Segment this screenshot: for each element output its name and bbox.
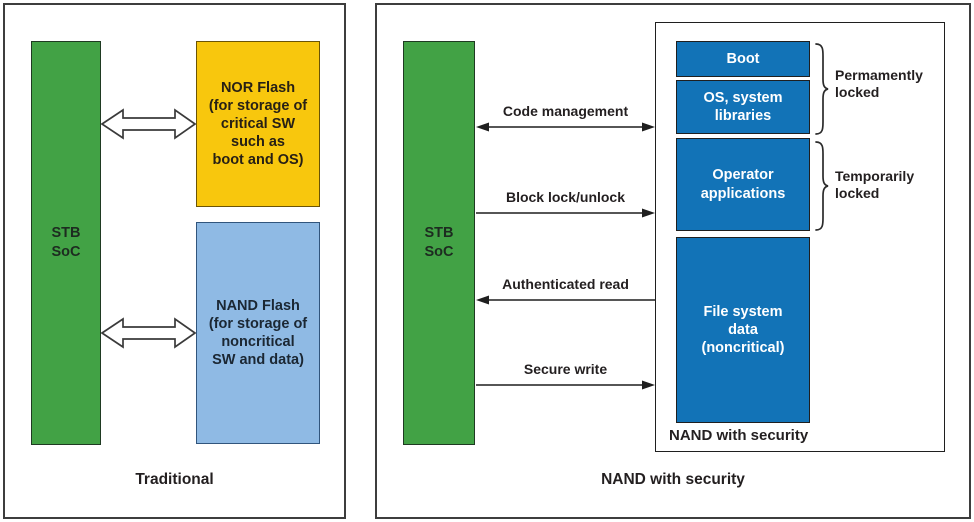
double-arrow-icon	[476, 122, 655, 132]
stb-soc-box-traditional: STB SoC	[31, 41, 101, 445]
region-operator-applications: Operator applications	[676, 138, 810, 231]
nand-security-caption: NAND with security	[601, 471, 745, 488]
region-file-system-data: File system data (noncritical)	[676, 237, 810, 423]
flow-authenticated-read-label: Authenticated read	[502, 276, 629, 292]
flow-block-lock-unlock-label: Block lock/unlock	[505, 189, 626, 205]
stb-soc-label-secure: STB SoC	[424, 225, 454, 260]
traditional-caption: Traditional	[135, 471, 214, 488]
flow-authenticated-read: Authenticated read	[476, 276, 655, 306]
left-arrow-icon	[476, 295, 655, 305]
flow-code-management: Code management	[476, 103, 655, 133]
stb-soc-label-traditional: STB SoC	[51, 225, 81, 260]
flow-secure-write: Secure write	[476, 361, 655, 391]
brace-temporarily-locked-icon	[815, 141, 829, 231]
traditional-panel: STB SoC NOR Flash (for storage of critic…	[3, 3, 346, 519]
region-boot: Boot	[676, 41, 810, 77]
permanently-locked-label: Permamently locked	[835, 67, 923, 101]
nor-flash-label: NOR Flash (for storage of critical SW su…	[208, 79, 308, 169]
memory-region-stack: Boot OS, system libraries Operator appli…	[676, 41, 810, 423]
nand-with-security-box: Boot OS, system libraries Operator appli…	[655, 22, 945, 452]
region-os-system-libraries: OS, system libraries	[676, 80, 810, 134]
nor-flash-box: NOR Flash (for storage of critical SW su…	[196, 41, 320, 207]
temporarily-locked-label: Temporarily locked	[835, 168, 915, 202]
nand-flash-box: NAND Flash (for storage of noncritical S…	[196, 222, 320, 444]
brace-permanently-locked-icon	[815, 43, 829, 135]
right-arrow-icon	[476, 380, 655, 390]
right-arrow-icon	[476, 208, 655, 218]
nand-flash-label: NAND Flash (for storage of noncritical S…	[208, 297, 308, 369]
stb-soc-box-secure: STB SoC	[403, 41, 475, 445]
nand-security-panel: STB SoC Code management Block lock/unloc…	[375, 3, 971, 519]
flow-code-management-label: Code management	[502, 103, 629, 119]
bidirectional-bus-arrow-nor-icon	[101, 108, 196, 140]
flow-block-lock-unlock: Block lock/unlock	[476, 189, 655, 219]
flow-secure-write-label: Secure write	[523, 361, 608, 377]
nand-with-security-box-label: NAND with security	[669, 427, 809, 444]
bidirectional-bus-arrow-nand-icon	[101, 317, 196, 349]
